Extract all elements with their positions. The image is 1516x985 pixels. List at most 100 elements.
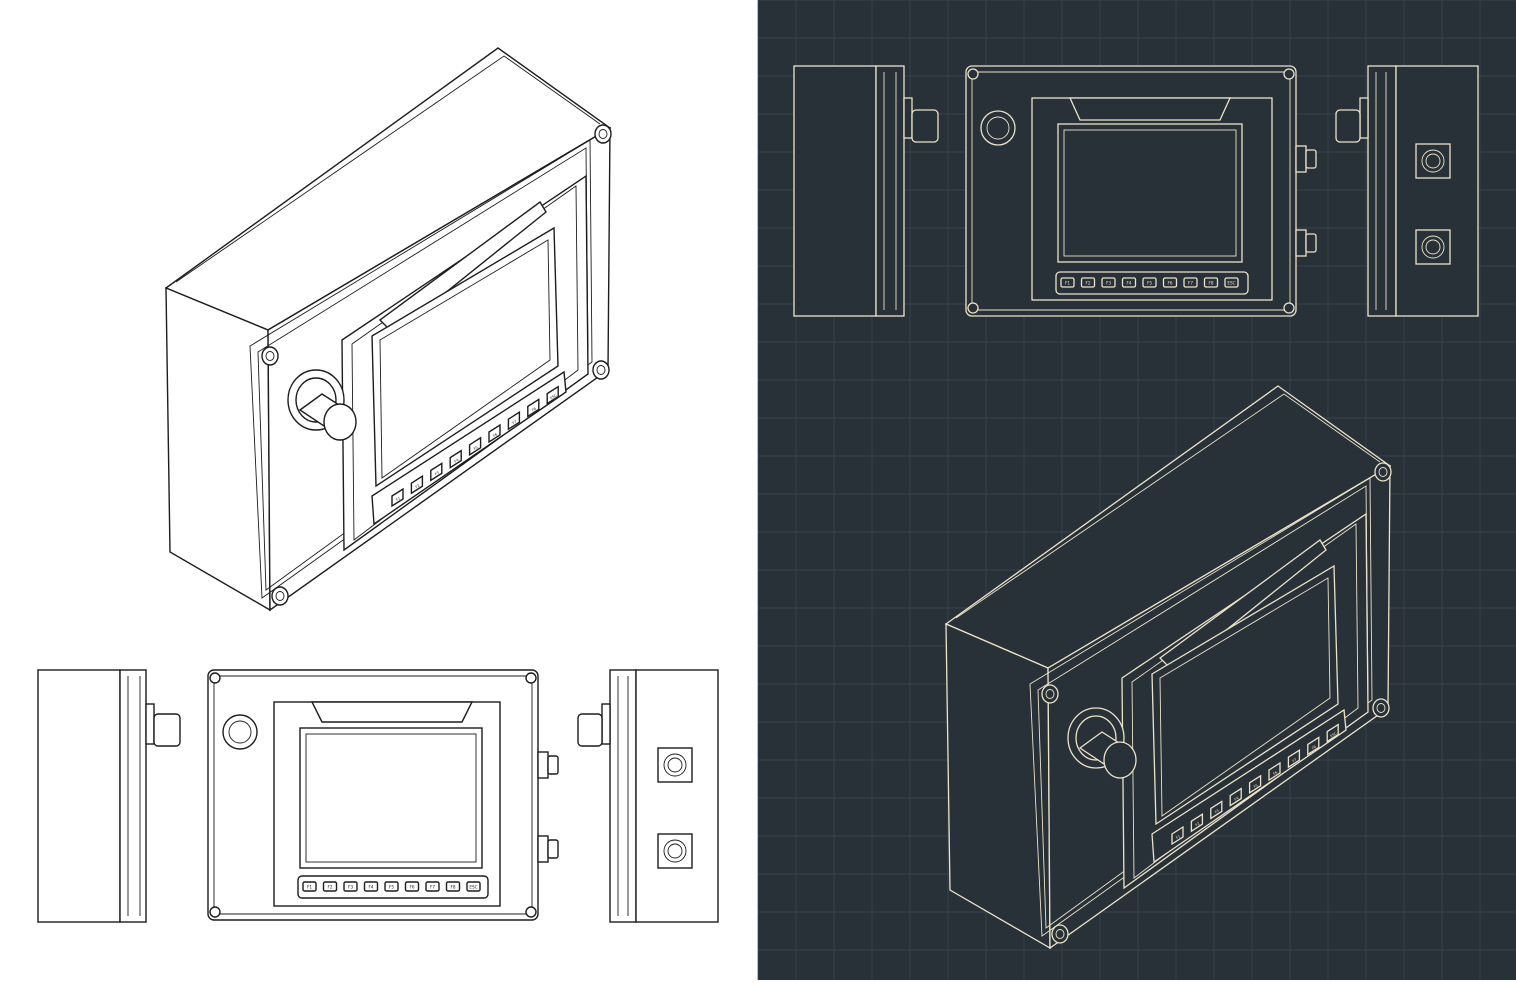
function-key-label: F1 [307, 885, 312, 890]
function-key[interactable]: F8 [445, 881, 461, 892]
function-key[interactable]: F6 [1162, 277, 1178, 288]
emergency-button-cap [323, 403, 357, 441]
function-key-label: F5 [1253, 783, 1259, 789]
lid-seam [175, 55, 601, 283]
function-key-label: F6 [1167, 281, 1172, 286]
dark-right-side-view [1335, 65, 1479, 317]
dark-orthographic-views: F1 F2 F3 F4 F5 F6 F7 F8 ESC [793, 65, 1479, 317]
function-key[interactable]: F3 [430, 462, 443, 482]
function-key[interactable]: F7 [507, 410, 521, 431]
function-key-label: ESC [1227, 281, 1235, 286]
function-key[interactable]: F8 [1307, 736, 1320, 756]
function-key[interactable]: F4 [363, 881, 379, 892]
front-screen [299, 727, 483, 869]
light-left-side-view [37, 669, 181, 923]
front-frame [249, 139, 593, 599]
side-connector [657, 747, 693, 783]
function-key-label: F5 [389, 885, 394, 890]
function-key-label: F2 [1195, 822, 1201, 828]
function-key[interactable]: F2 [1190, 813, 1204, 833]
function-key[interactable]: ESC [546, 385, 559, 405]
light-isometric-view: F1 F2 F3 F4 F5 F6 F7 F8 ESC [164, 47, 612, 612]
function-key-label: F8 [1311, 744, 1317, 750]
cable-gland [537, 751, 549, 779]
function-key-label: F3 [1214, 809, 1220, 815]
function-key[interactable]: F6 [1268, 761, 1281, 782]
front-function-keys: F1 F2 F3 F4 F5 F6 F7 F8 ESC [302, 881, 481, 892]
function-key-label: F2 [327, 885, 332, 890]
function-key[interactable]: F8 [1203, 277, 1219, 288]
side-emergency-button [153, 713, 181, 747]
function-key[interactable]: F1 [391, 487, 404, 508]
function-key-label: ESC [469, 885, 477, 890]
function-key[interactable]: F4 [1121, 277, 1137, 288]
function-key-label: F8 [450, 885, 455, 890]
function-key-label: F8 [1208, 281, 1213, 286]
function-key[interactable]: F3 [1101, 277, 1116, 288]
function-key[interactable]: ESC [466, 881, 481, 892]
corner-screws [261, 124, 612, 606]
function-key[interactable]: F7 [1287, 749, 1301, 769]
function-key[interactable]: F1 [1171, 825, 1184, 846]
function-key-label: F7 [1292, 758, 1298, 764]
function-key[interactable]: F2 [410, 474, 424, 495]
function-key[interactable]: F5 [1142, 277, 1157, 288]
side-connector [657, 833, 693, 869]
screw-icon [592, 360, 610, 380]
front-chamfer [310, 701, 474, 723]
function-key[interactable]: F7 [1183, 277, 1198, 288]
screw-icon [271, 586, 289, 606]
iso-function-keys: F1 F2 F3 F4 F5 F6 F7 F8 ESC [391, 385, 559, 508]
function-key[interactable]: F1 [1060, 277, 1075, 288]
function-key[interactable]: F3 [343, 881, 358, 892]
function-key-label: F1 [395, 496, 401, 502]
function-key-label: F3 [434, 471, 440, 477]
function-key-label: F1 [1175, 834, 1181, 840]
function-key[interactable]: F5 [1248, 774, 1262, 794]
cable-gland [537, 835, 549, 863]
function-key-label: F6 [492, 432, 498, 438]
function-key-label: ESC [549, 393, 558, 400]
function-key-label: F4 [454, 458, 460, 464]
dark-front-function-keys: F1 F2 F3 F4 F5 F6 F7 F8 ESC [1060, 277, 1239, 288]
function-key[interactable]: F5 [384, 881, 399, 892]
function-key[interactable]: ESC [1224, 277, 1239, 288]
function-key-label: F7 [430, 885, 435, 890]
function-key[interactable]: F2 [1080, 277, 1096, 288]
dark-left-side-view [793, 65, 939, 317]
dark-iso-function-keys: F1 F2 F3 F4 F5 F6 F7 F8 ESC [1171, 723, 1339, 846]
function-key[interactable]: F5 [468, 436, 482, 457]
function-key[interactable]: F2 [322, 881, 338, 892]
function-key[interactable]: F6 [404, 881, 420, 892]
screw-icon [594, 124, 612, 144]
display-screen [371, 226, 559, 488]
function-key-label: F3 [1106, 281, 1111, 286]
function-key-label: F5 [1147, 281, 1152, 286]
function-key-label: F5 [473, 445, 479, 451]
function-key-label: F2 [1085, 281, 1090, 286]
function-key[interactable]: ESC [1326, 723, 1339, 743]
function-key[interactable]: F3 [1210, 800, 1223, 820]
function-key[interactable]: F1 [302, 881, 317, 892]
function-key[interactable]: F4 [1229, 787, 1242, 807]
dark-front-view: F1 F2 F3 F4 F5 F6 F7 F8 ESC [965, 65, 1317, 317]
function-key[interactable]: F4 [449, 449, 462, 469]
function-key-label: F7 [512, 420, 518, 426]
function-key-label: F4 [368, 885, 373, 890]
function-key-label: F4 [1234, 796, 1240, 802]
front-emergency-button [222, 714, 258, 750]
function-key-label: F8 [531, 406, 537, 412]
function-key-label: ESC [1329, 731, 1338, 738]
light-right-side-view [577, 669, 719, 923]
function-key-label: F6 [409, 885, 414, 890]
function-key-label: F2 [415, 484, 421, 490]
function-key[interactable]: F6 [488, 423, 501, 444]
light-front-view: F1 F2 F3 F4 F5 F6 F7 F8 ESC [207, 669, 559, 921]
screen-inner-line [379, 239, 551, 479]
function-key[interactable]: F7 [425, 881, 440, 892]
function-key[interactable]: F8 [527, 398, 540, 418]
screw-icon [261, 346, 279, 366]
function-key-label: F3 [348, 885, 353, 890]
